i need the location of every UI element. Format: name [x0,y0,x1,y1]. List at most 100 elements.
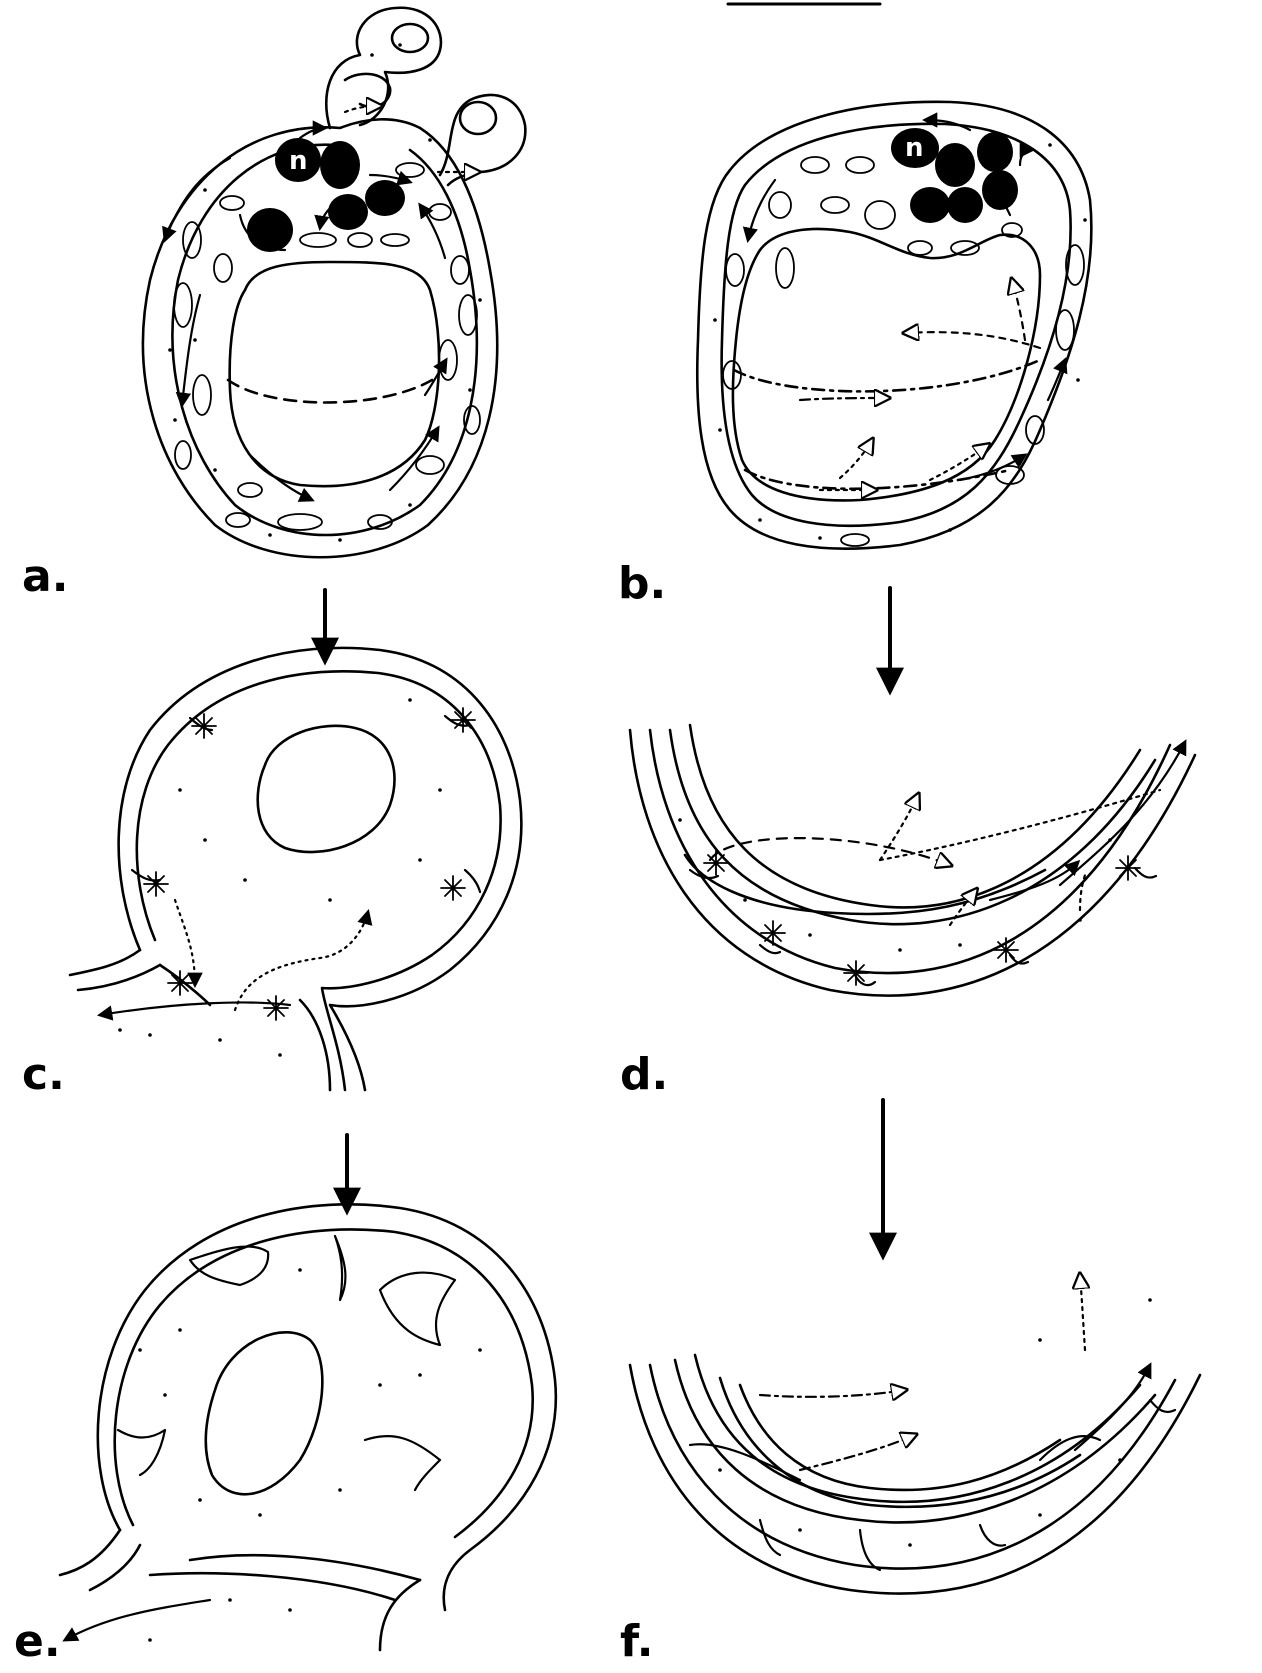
panel-a-bud-1-lumen [392,24,428,52]
panel-f-stipple [718,1298,1152,1547]
panel-c-base [160,965,210,1005]
panel-a-dot [408,503,412,507]
panel-c-junction-marks [144,708,475,1020]
panel-a-nucleus [365,180,405,216]
panel-e-base [190,1555,420,1580]
panel-f-open-arrow [760,1390,905,1397]
panel-b-arrow [748,180,775,240]
panel-b-dot [1076,378,1080,382]
panel-a-dot [428,138,432,142]
panel-a-cell [381,234,409,246]
panel-c-nucleus [258,726,395,852]
panel-f-open-arrow [1080,1275,1085,1350]
panel-b-nucleus [982,170,1018,210]
panel-e-outer-wall [98,1204,556,1610]
panel-a-cell [459,295,477,335]
panel-a-nucleus [247,208,293,252]
panel-e-septum [335,1236,345,1300]
panel-b-dot [758,518,762,522]
panel-a-nucleus [320,141,360,189]
panel-a-cell [238,483,262,497]
panel-c-asterisk [451,708,475,732]
panel-e-arrow [65,1600,210,1640]
panel-d-asterisk [994,938,1018,962]
panel-e-dot [163,1393,167,1397]
panel-c-dot [218,1038,222,1042]
panel-a-arrow [420,205,445,258]
nucleus-label-b: n [905,135,924,161]
panel-b-cell [776,248,794,288]
panel-b-open-arrow [905,332,1040,348]
panel-b-nucleus [947,187,983,223]
panel-a-cavity-midline [228,380,432,403]
panel-a-bud-1-core [345,74,390,107]
panel-a-cell [174,283,192,327]
panel-b-cavity [733,229,1040,500]
panel-f-drawing [630,1275,1200,1594]
panel-d-drawing [630,725,1195,996]
panel-e-dot [298,1268,302,1272]
panel-c-dot [328,898,332,902]
nucleus-label-a: n [289,148,308,174]
panel-f-outer-wall-2 [650,1365,1175,1569]
panel-b-cell [1056,310,1074,350]
panel-c-dot [203,838,207,842]
panel-b-outer-wall [697,102,1091,549]
panel-c-dot [148,1033,152,1037]
panel-c-dotted-arrow [175,900,195,985]
panel-b-dot [713,318,717,322]
panel-e-septum [118,1430,165,1475]
panel-b-dot [948,528,952,532]
panel-a-dot [478,298,482,302]
panel-a-cell [220,196,244,210]
panel-a-dot [338,538,342,542]
panel-c-asterisk [144,872,168,896]
panel-b-open-arrow [1012,280,1025,340]
panel-a-dot [203,188,207,192]
panel-f-arrows [760,1275,1150,1470]
panel-a-cell [226,513,250,527]
panel-c-dot [438,788,442,792]
panel-d-asterisk [761,921,785,945]
panel-d-open-arrow [880,795,918,860]
panel-d-dot [898,948,902,952]
panel-c-asterisk [192,714,216,738]
panel-b-nucleus [977,132,1013,172]
panel-b-nucleus [910,187,950,223]
panel-b-cell [846,157,874,173]
flow-arrows [325,588,890,1255]
panel-b-arrow [1020,150,1032,165]
panel-c-septum [465,870,480,892]
panel-a-cell [348,233,372,247]
panel-a-bud-1 [326,8,441,128]
panel-c-stalk-left [70,950,140,975]
panel-c-arrows [100,900,368,1015]
panel-c-dot [118,1028,122,1032]
panel-e-dot [418,1373,422,1377]
panel-b-dot [1083,218,1087,222]
panel-b-arrow [1048,360,1065,400]
panel-c-dot [178,788,182,792]
panel-e-dot [228,1598,232,1602]
panel-a-cell [451,256,469,284]
panel-d-asterisk [844,961,868,985]
panel-f-dot [1118,1458,1122,1462]
panel-b-dot [1048,143,1052,147]
panel-e-dot [288,1608,292,1612]
panel-a-bud-2-lumen [460,102,496,134]
panel-b-dot [718,428,722,432]
panel-c-asterisk [168,971,192,995]
panel-a-cell [396,163,424,177]
panel-e-dot [138,1348,142,1352]
panel-b-nucleus [935,143,975,187]
panel-b-inner-wall [722,124,1071,526]
panel-b-cavity-midline [734,360,1040,391]
panel-b-cell [726,254,744,286]
panel-a-dot [193,338,197,342]
panel-c-dot [408,698,412,702]
panel-a-dot [168,348,172,352]
panel-c-septa [132,716,480,892]
panel-d-dot [678,818,682,822]
panel-e-stalk-left [60,1530,120,1575]
